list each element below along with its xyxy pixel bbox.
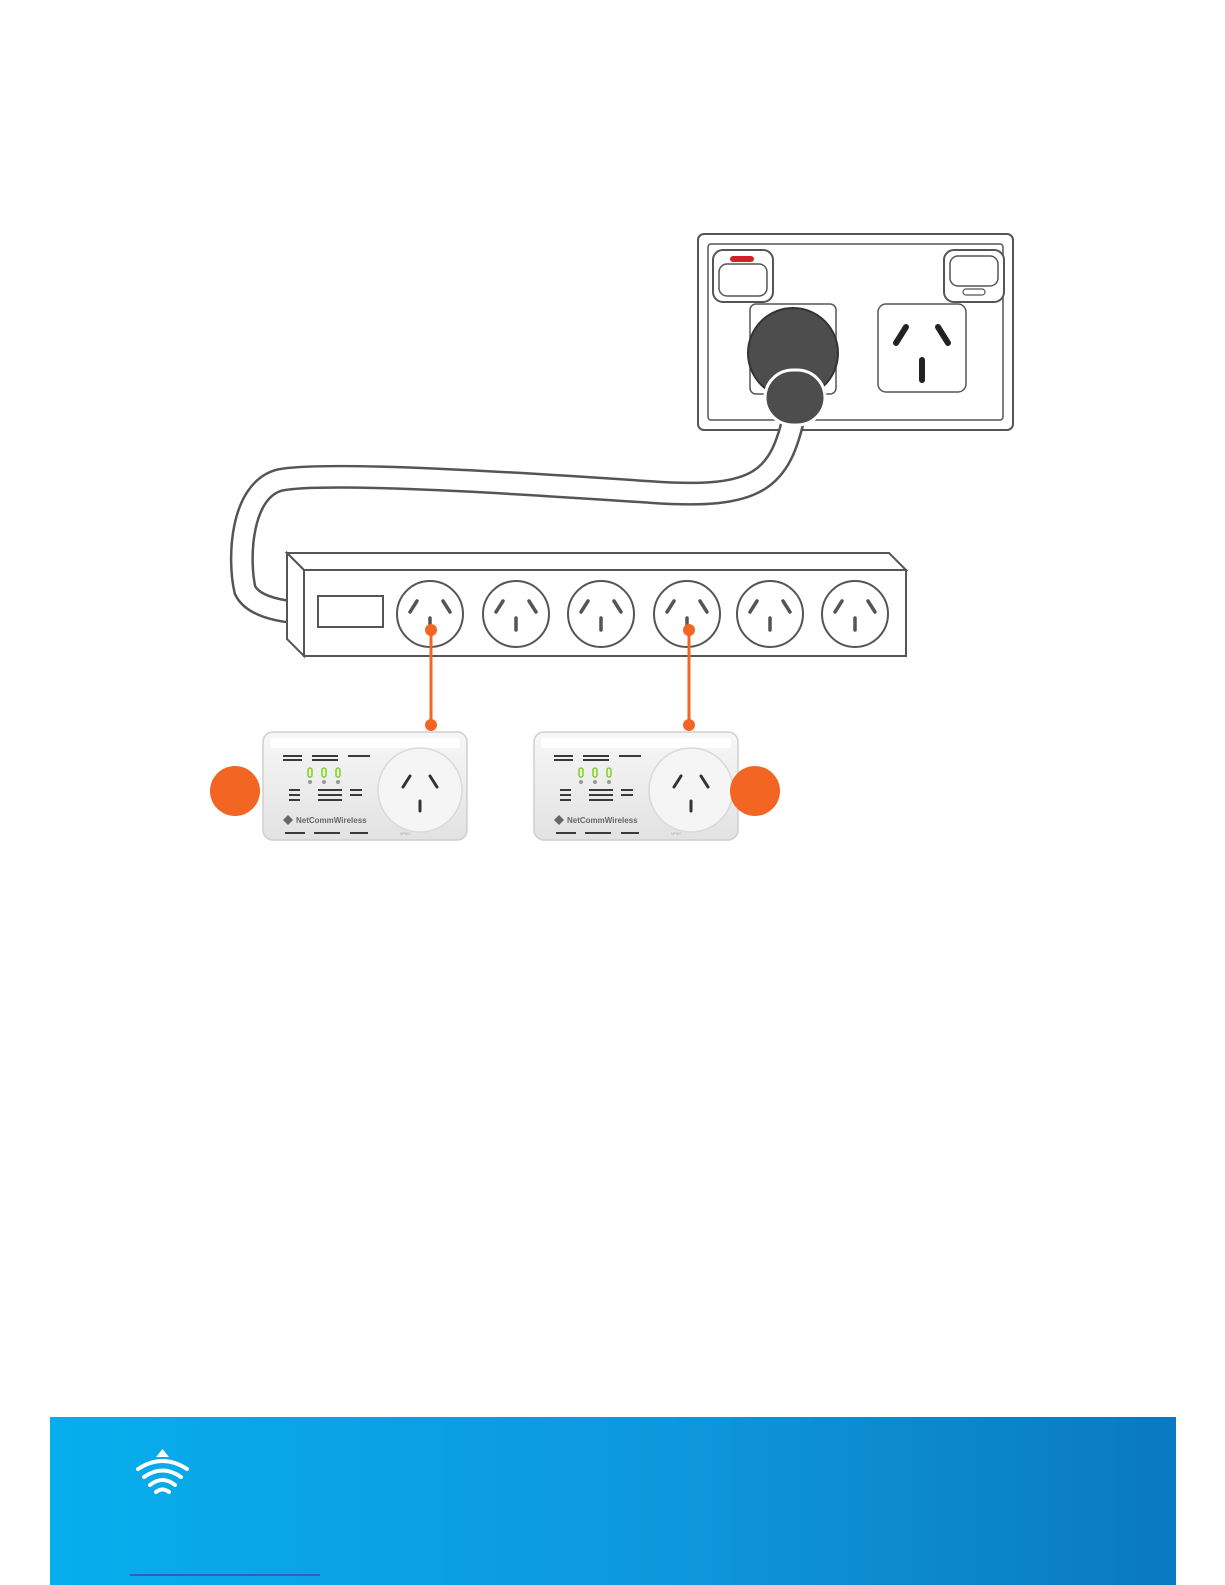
adapter-brand-label: NetCommWireless (296, 816, 367, 825)
netcomm-logo-icon: NetCommWireless (554, 815, 638, 825)
adapter-model-label: NP507 (671, 832, 682, 836)
adapter-socket[interactable] (649, 748, 733, 832)
strip-socket-5[interactable] (737, 581, 803, 647)
strip-socket-2[interactable] (483, 581, 549, 647)
wifi-signal-icon (135, 1447, 190, 1497)
powerline-adapter-right: NetCommWireless NP507 (534, 732, 738, 840)
wall-outlet (698, 234, 1013, 430)
footer-link-underline[interactable] (130, 1574, 320, 1576)
wall-socket-right[interactable] (878, 304, 966, 392)
power-strip (287, 553, 906, 656)
strip-socket-3[interactable] (568, 581, 634, 647)
footer-banner (50, 1417, 1176, 1585)
step-marker-right (730, 766, 780, 816)
adapter-socket[interactable] (378, 748, 462, 832)
netcomm-logo-icon: NetCommWireless (283, 815, 367, 825)
strip-socket-6[interactable] (822, 581, 888, 647)
step-marker-left (210, 766, 260, 816)
adapter-model-label: NP507 (400, 832, 411, 836)
power-strip-switch[interactable] (318, 596, 383, 627)
wall-switch-left[interactable] (713, 250, 773, 302)
adapter-brand-label: NetCommWireless (567, 816, 638, 825)
powerline-setup-diagram: NetCommWireless NP507 Net (0, 0, 1225, 1400)
wall-switch-right[interactable] (944, 250, 1004, 302)
powerline-adapter-left: NetCommWireless NP507 (263, 732, 467, 840)
switch-indicator-red (730, 256, 754, 262)
strip-socket-4[interactable] (654, 581, 720, 647)
